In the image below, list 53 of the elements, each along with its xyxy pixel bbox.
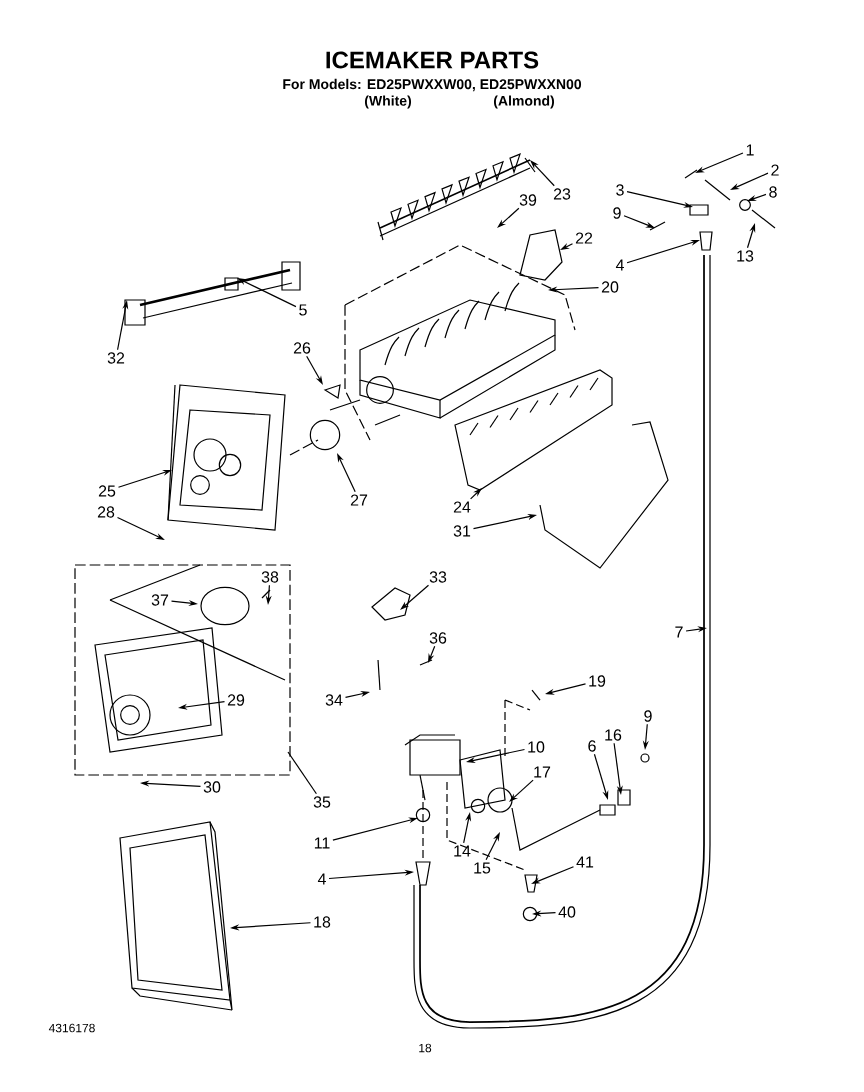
callout-number: 4 (317, 873, 326, 885)
callout-number: 7 (675, 626, 683, 638)
callout-number: 33 (429, 571, 447, 583)
leader-line (470, 488, 482, 500)
title: ICEMAKER PARTS (326, 51, 539, 69)
callout-number: 25 (98, 485, 116, 497)
callout-number: 39 (519, 194, 537, 206)
callout-number: 23 (553, 188, 571, 200)
leader-line (509, 779, 534, 802)
callout-number: 19 (589, 675, 606, 687)
callout-number: 34 (325, 694, 343, 706)
callout-number: 28 (97, 506, 115, 518)
callout-number: 13 (737, 250, 754, 262)
callout-number: 3 (616, 184, 624, 196)
callout-number: 1 (746, 144, 754, 156)
callout-number: 18 (314, 916, 331, 928)
leader-line (287, 751, 317, 795)
page-number: 18 (419, 1043, 432, 1053)
leader-line (497, 207, 520, 228)
callout-number: 5 (299, 304, 307, 316)
callout-number: 10 (528, 741, 545, 753)
callout-number: 32 (107, 352, 125, 364)
colour-note: (White) (365, 95, 411, 109)
callout-number: 30 (203, 781, 221, 793)
leader-line (530, 160, 555, 187)
callout-number: 24 (453, 501, 471, 513)
callout-number: 29 (227, 694, 245, 706)
callout-number: 2 (771, 164, 779, 176)
callout-number: 27 (350, 494, 368, 506)
callout-number: 26 (293, 342, 311, 354)
callout-number: 20 (601, 281, 619, 293)
callout-number: 37 (151, 594, 169, 606)
model-line: For Models: ED25PWXXW00, ED25PWXXN00 (283, 78, 582, 92)
callout-number: 14 (454, 845, 471, 857)
callout-number: 16 (605, 729, 622, 741)
callout-number: 11 (314, 837, 330, 849)
colour-note: (Almond) (494, 95, 554, 109)
callout-number: 40 (558, 906, 576, 918)
callout-number: 38 (261, 571, 279, 583)
callout-number: 4 (615, 259, 624, 271)
callout-number: 22 (575, 232, 593, 244)
callout-number: 8 (769, 186, 777, 198)
callout-number: 6 (588, 740, 596, 752)
callout-number: 17 (534, 766, 551, 778)
callout-number: 35 (313, 796, 331, 808)
callout-number: 36 (429, 632, 447, 644)
leader-line (400, 584, 430, 610)
callout-number: 9 (613, 207, 621, 219)
callout-number: 31 (453, 525, 471, 537)
callout-number: 15 (474, 862, 491, 874)
callout-number: 41 (576, 856, 594, 868)
part-number: 4316178 (48, 1023, 95, 1033)
callout-number: 9 (644, 710, 652, 722)
